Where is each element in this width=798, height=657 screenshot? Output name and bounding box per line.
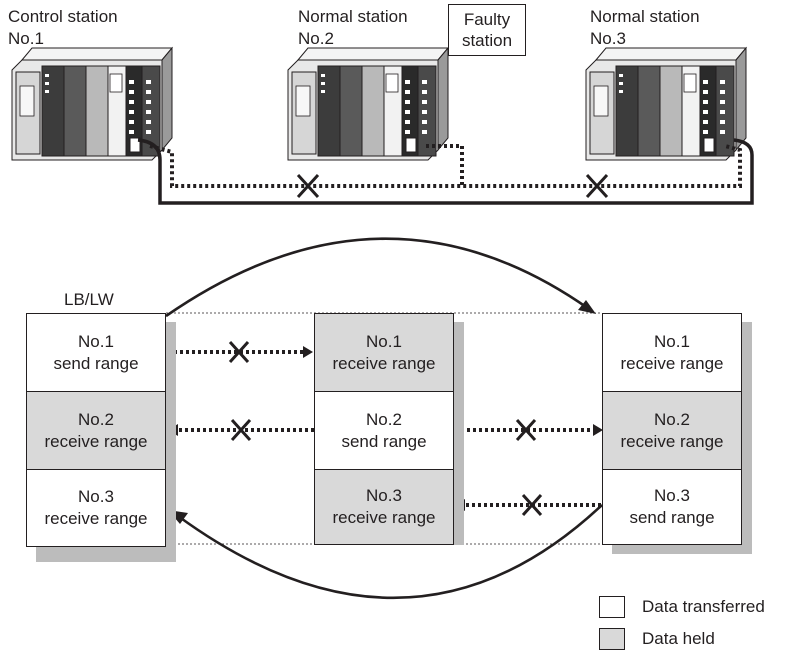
- table-station-1: No.1 send range No.2 receive range No.3 …: [26, 313, 166, 553]
- legend-swatch-held: [599, 628, 625, 650]
- table-2-cell-no3: No.3 receive range: [314, 469, 454, 545]
- faulty-station-label: Faulty station: [448, 4, 526, 56]
- cell-number: No.2: [654, 410, 690, 429]
- cable-break-x-left: [296, 173, 320, 199]
- cell-range: receive range: [332, 354, 436, 373]
- cell-number: No.2: [78, 410, 114, 429]
- cell-number: No.3: [78, 487, 114, 506]
- table-3-cell-no2: No.2 receive range: [602, 391, 742, 471]
- legend-label-transferred: Data transferred: [642, 597, 765, 616]
- station-3-number: No.3: [590, 29, 626, 48]
- station-2-number: No.2: [298, 29, 334, 48]
- table-1-cell-no3: No.3 receive range: [26, 469, 166, 547]
- transfer-break-marks: [228, 340, 543, 517]
- table-2-cell-no1: No.1 receive range: [314, 313, 454, 393]
- cell-number: No.3: [654, 486, 690, 505]
- table-3-cell-no3: No.3 send range: [602, 469, 742, 545]
- station-1-role: Control station: [8, 7, 118, 26]
- cell-number: No.1: [654, 332, 690, 351]
- cell-number: No.3: [366, 486, 402, 505]
- network-cable-solid: [137, 138, 754, 205]
- table-1-cell-no2: No.2 receive range: [26, 391, 166, 471]
- cell-number: No.2: [366, 410, 402, 429]
- cable-break-x-right: [585, 173, 609, 199]
- faulty-label-line-2: station: [461, 31, 513, 50]
- cell-range: receive range: [44, 509, 148, 528]
- table-station-2: No.1 receive range No.2 send range No.3 …: [314, 313, 454, 545]
- cell-range: receive range: [620, 354, 724, 373]
- loop-arrow-bottom: [177, 504, 603, 600]
- loop-arrow-top-head: [578, 300, 596, 314]
- station-1-label: Control station No.1: [8, 6, 118, 50]
- cell-range: receive range: [332, 508, 436, 527]
- station-2-drop-dotted: [426, 144, 464, 186]
- cell-range: send range: [53, 354, 139, 373]
- station-3-label: Normal station No.3: [590, 6, 700, 50]
- legend-swatch-transferred: [599, 596, 625, 618]
- station-3-role: Normal station: [590, 7, 700, 26]
- loop-arrow-top: [165, 237, 590, 318]
- station-1-number: No.1: [8, 29, 44, 48]
- faulty-label-line-1: Faulty: [463, 10, 511, 29]
- station-2-role: Normal station: [298, 7, 408, 26]
- cell-range: receive range: [620, 432, 724, 451]
- table-station-3: No.1 receive range No.2 receive range No…: [602, 313, 742, 545]
- cell-range: send range: [629, 508, 715, 527]
- legend-label-held: Data held: [642, 629, 715, 648]
- network-cable-dotted: [149, 144, 742, 188]
- cell-range: send range: [341, 432, 427, 451]
- cell-number: No.1: [78, 332, 114, 351]
- cell-number: No.1: [366, 332, 402, 351]
- plc-unit-2: [287, 47, 449, 161]
- station-2-label: Normal station No.2: [298, 6, 408, 50]
- table-3-cell-no1: No.1 receive range: [602, 313, 742, 393]
- table-1-cell-no1: No.1 send range: [26, 313, 166, 393]
- device-label: LB/LW: [64, 290, 114, 309]
- table-2-cell-no2: No.2 send range: [314, 391, 454, 471]
- cell-range: receive range: [44, 432, 148, 451]
- plc-unit-3: [585, 47, 747, 161]
